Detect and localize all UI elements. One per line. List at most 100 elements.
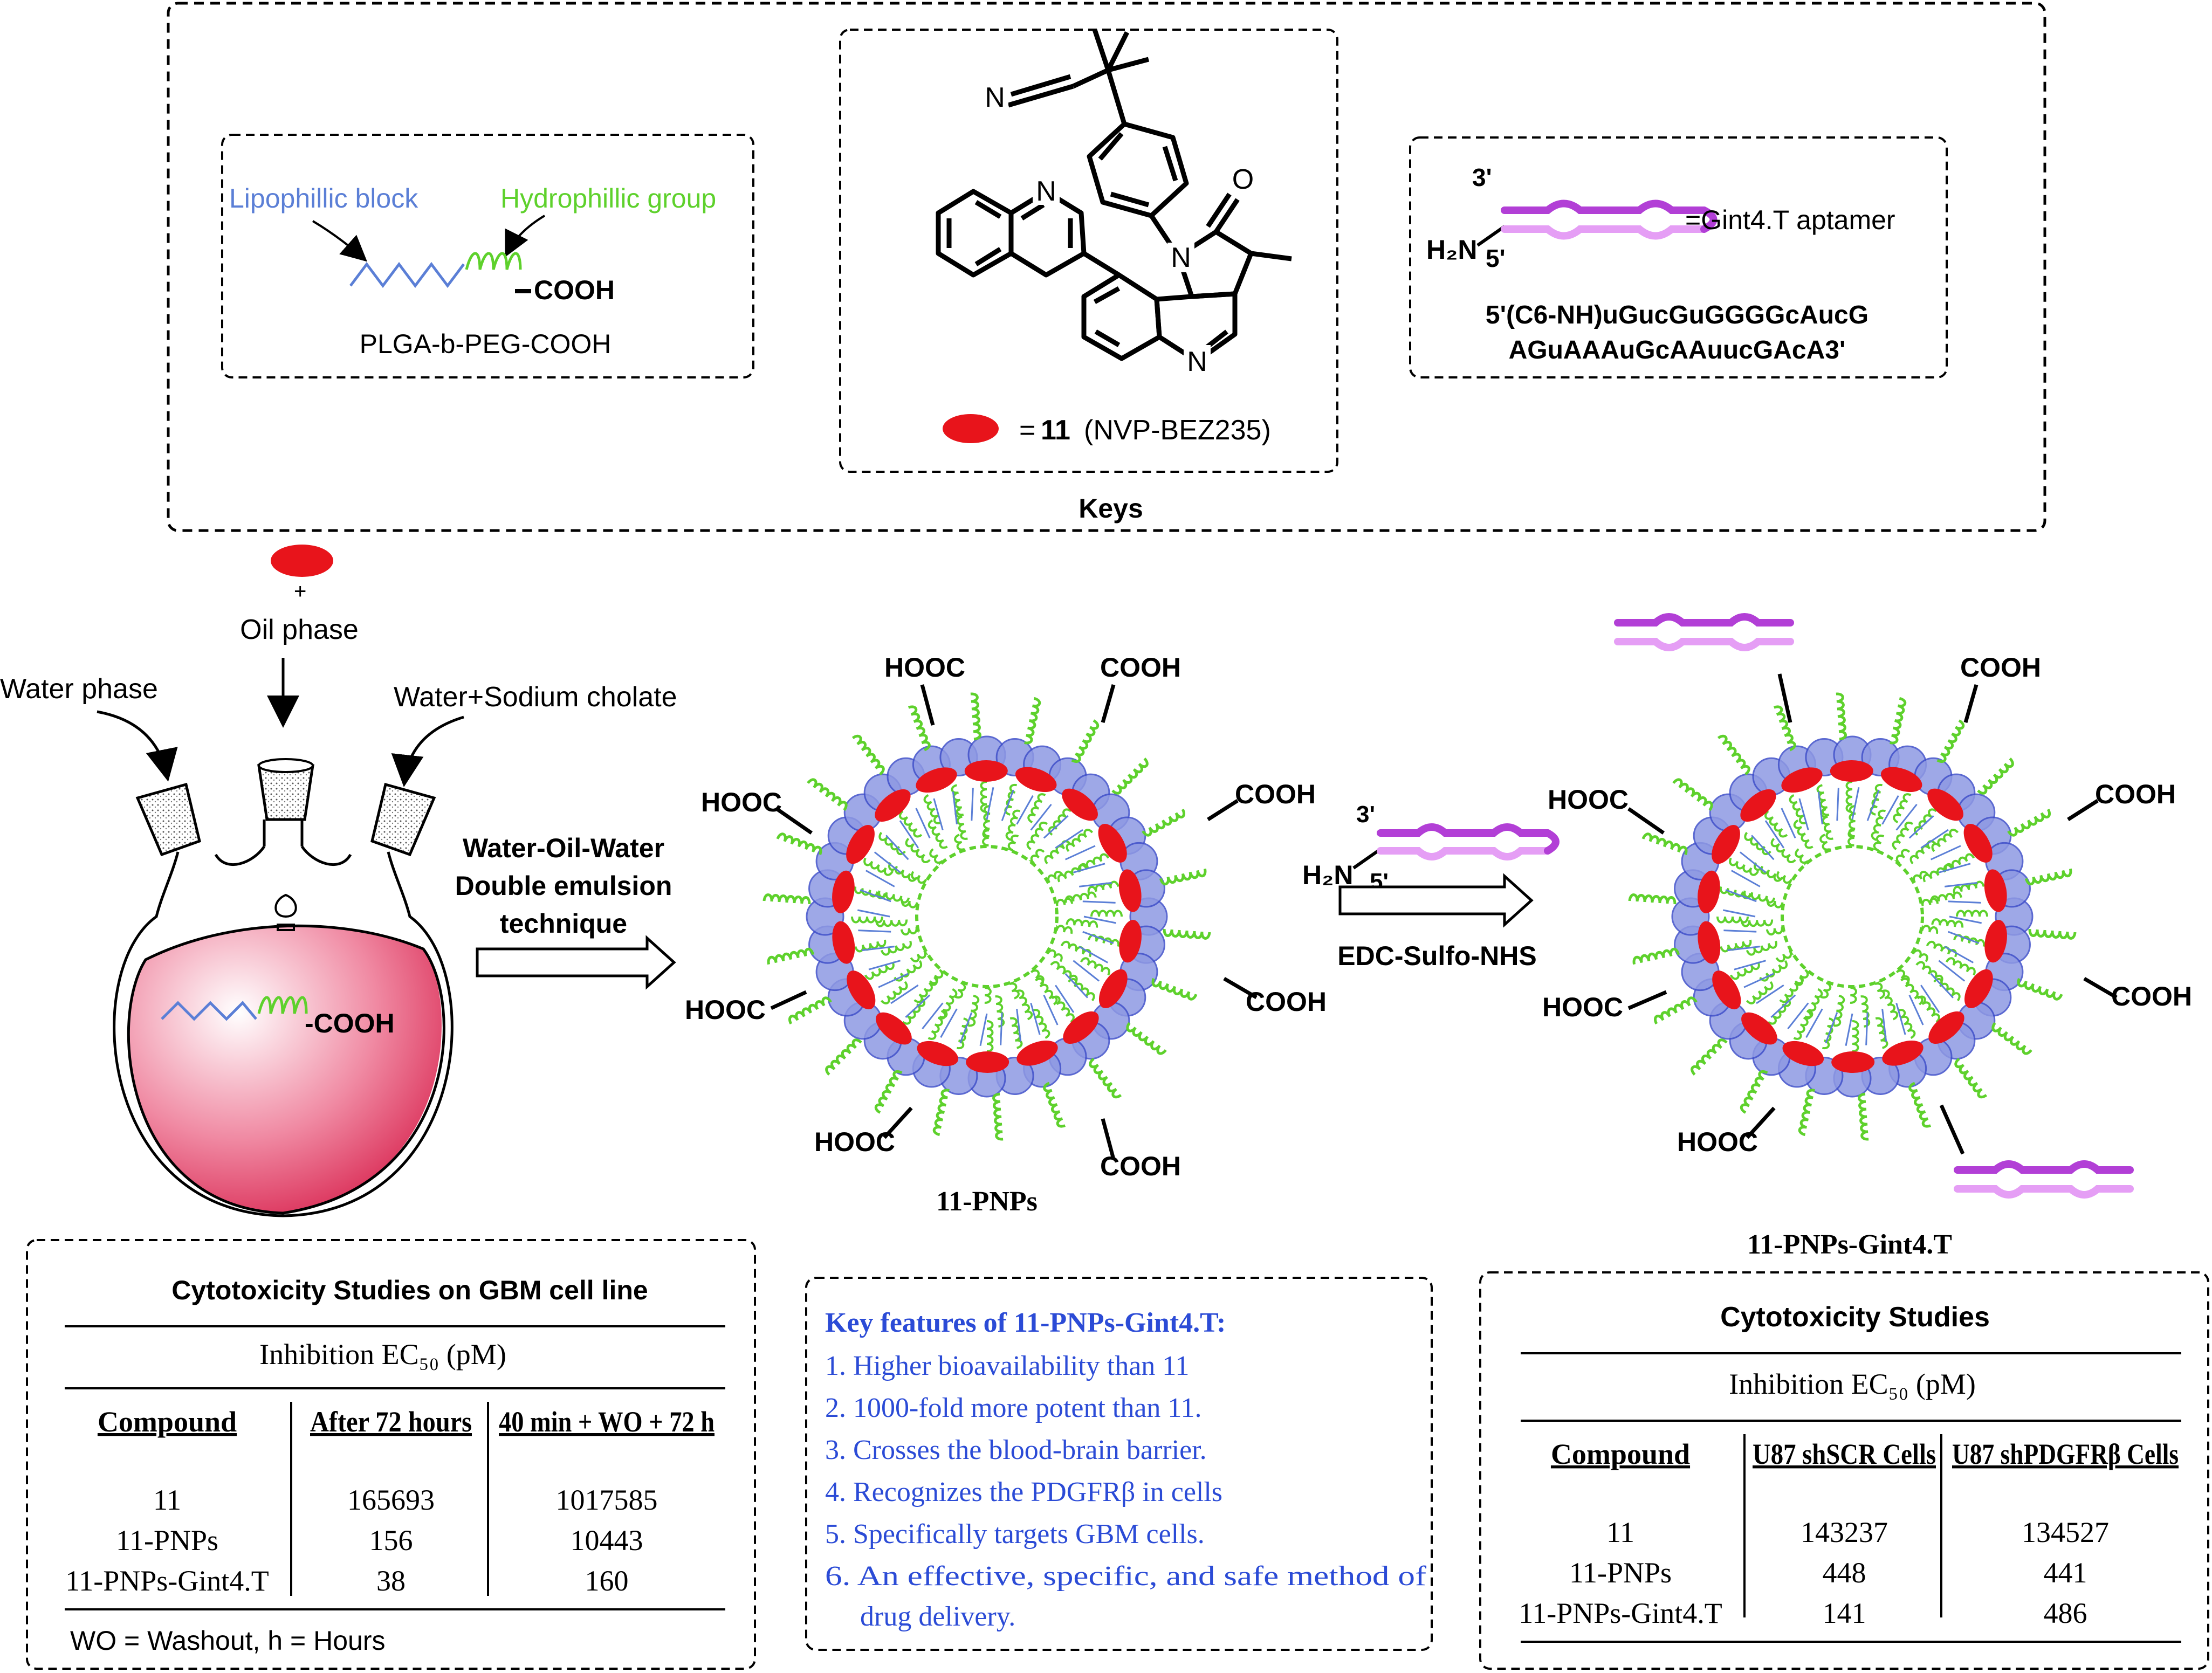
np2-name: 11-PNPs-Gint4.T: [1747, 1229, 1952, 1260]
atom-n-quinoline1: N: [1036, 176, 1056, 207]
step2-3prime: 3': [1356, 801, 1375, 828]
drug-ellipse: [271, 545, 333, 577]
water-phase-label: Water phase: [0, 673, 158, 705]
table2-cell: 448: [1823, 1557, 1866, 1589]
stopper-left: [135, 782, 201, 857]
feature-item-4: 4. Recognizes the PDGFRβ in cells: [825, 1477, 1222, 1507]
feature-item-5: 5. Specifically targets GBM cells.: [825, 1519, 1205, 1550]
atom-n-quinoline2: N: [1187, 346, 1207, 377]
lipophilic-arrow: [312, 220, 367, 262]
aptamer-legend: =Gint4.T aptamer: [1685, 205, 1895, 235]
stopper-middle: [257, 764, 314, 821]
stopper-right: [370, 782, 436, 857]
table1-header-washout: 40 min + WO + 72 h: [499, 1406, 715, 1438]
feature-item-6: 6. An effective, specific, and safe meth…: [825, 1561, 1427, 1592]
step2-amine: H₂N: [1302, 860, 1353, 890]
aptamer-5prime: 5': [1486, 244, 1506, 272]
step1-line1: Water-Oil-Water: [463, 833, 664, 863]
drug-legend-num: 11: [1041, 415, 1070, 446]
table2-cell: 11-PNPs: [1569, 1557, 1672, 1589]
lipophilic-label: Lipophillic block: [229, 183, 418, 214]
flask-section: + Oil phase Water phase Water+Sodium cho…: [0, 545, 677, 1217]
aptamer-seq-line1: 5'(C6-NH)uGucGuGGGGcAucG: [1486, 301, 1868, 329]
table1-header-72h: After 72 hours: [310, 1406, 472, 1438]
keys-title: Keys: [1078, 493, 1143, 524]
flask-liquid: [128, 926, 442, 1213]
table1-panel: Cytotoxicity Studies on GBM cell line In…: [26, 1239, 756, 1670]
table2-cell: 11: [1606, 1516, 1634, 1548]
cooh-label: COOH: [1100, 1151, 1181, 1181]
hooc-label: HOOC: [685, 995, 766, 1025]
stir-bar-icon: [274, 893, 297, 931]
lipophilic-chain: [349, 261, 465, 288]
water-cholate-label: Water+Sodium cholate: [394, 681, 677, 713]
hooc-label: HOOC: [1548, 784, 1629, 815]
table1-cell: 38: [376, 1565, 406, 1597]
polymer-name: PLGA-b-PEG-COOH: [360, 329, 612, 359]
feature-item-1: 1. Higher bioavailability than 11: [825, 1351, 1189, 1381]
drug-legend-eq: =: [1019, 415, 1035, 446]
feature-item-3: 3. Crosses the blood-brain barrier.: [825, 1435, 1207, 1465]
table2-title: Cytotoxicity Studies: [1720, 1302, 1990, 1333]
nvp-bez235-structure: [936, 29, 1292, 364]
table1-footnote: WO = Washout, h = Hours: [70, 1626, 385, 1656]
step2-arrow: [1338, 873, 1534, 928]
table2-cell: 143237: [1801, 1516, 1888, 1548]
hydrophilic-label: Hydrophillic group: [500, 183, 716, 214]
step2-reagent: EDC-Sulfo-NHS: [1337, 941, 1536, 971]
table1-cell: 11: [153, 1484, 181, 1516]
drug-legend-ellipse: [943, 414, 999, 443]
keys-panel: Keys Lipophillic block Hydrophillic grou…: [167, 2, 2046, 532]
table1-cell: 165693: [347, 1484, 435, 1516]
table1-header-compound: Compound: [98, 1406, 237, 1438]
step1: Water-Oil-Water Double emulsion techniqu…: [455, 833, 676, 990]
cooh-label: COOH: [1235, 779, 1316, 809]
table1-cell: 160: [585, 1565, 629, 1597]
table2-cell: 134527: [2022, 1516, 2109, 1548]
table2-cell: 486: [2044, 1597, 2087, 1629]
step2: 3' H₂N 5' EDC-Sulfo-NHS: [1302, 801, 1560, 971]
aptamer-key: 3' H₂N 5' =Gint4.T aptamer 5'(C6-NH)uGuc…: [1409, 136, 1948, 378]
atom-n-imid: N: [1171, 242, 1191, 273]
aptamer-icon: [1501, 199, 1718, 240]
step2-aptamer-icon: [1377, 823, 1560, 860]
atom-n-nitrile: N: [985, 82, 1005, 113]
hooc-label: HOOC: [1542, 992, 1623, 1022]
atom-o: O: [1232, 164, 1254, 195]
three-neck-flask: -COOH: [113, 758, 454, 1217]
feature-item-2: 2. 1000-fold more potent than 11.: [825, 1393, 1202, 1423]
table2-cell: 141: [1823, 1597, 1866, 1629]
table2-panel: Cytotoxicity Studies Inhibition EC₅₀ (pM…: [1479, 1271, 2209, 1670]
table2-subtitle: Inhibition EC₅₀ (pM): [1729, 1368, 1976, 1400]
feature-item-6-cont: drug delivery.: [860, 1601, 1015, 1632]
plus-sign: +: [294, 580, 306, 603]
aptamer-seq-line2: AGuAAAuGcAAuucGAcA3': [1509, 336, 1846, 364]
hydrophilic-arrow: [505, 215, 546, 258]
np1-name: 11-PNPs: [936, 1186, 1038, 1217]
polymer-cooh: COOH: [534, 275, 615, 305]
step1-arrow: [476, 935, 676, 990]
peg-coil: [465, 252, 522, 270]
cooh-label: COOH: [2111, 981, 2192, 1011]
polymer-key: Lipophillic block Hydrophillic group COO…: [221, 134, 754, 378]
step1-line2: Double emulsion: [455, 871, 672, 901]
aptamer-strand-icon: [1954, 1160, 2134, 1174]
table1-cell: 1017585: [556, 1484, 658, 1516]
keys-border: [167, 2, 2046, 532]
table2-header-shpdgfrb: U87 shPDGFRβ Cells: [1952, 1438, 2179, 1470]
aptamer-amine: H₂N: [1426, 235, 1477, 265]
oil-phase-label: Oil phase: [240, 614, 359, 645]
hooc-label: HOOC: [884, 652, 965, 683]
aptamer-3prime: 3': [1472, 163, 1492, 191]
features-panel: Key features of 11-PNPs-Gint4.T: 1. High…: [805, 1277, 1433, 1651]
cooh-label: COOH: [1246, 987, 1327, 1017]
features-title: Key features of 11-PNPs-Gint4.T:: [825, 1307, 1226, 1338]
drug-key: N N N N O = 11 (NVP-BEZ235): [839, 29, 1338, 473]
cooh-label: COOH: [2095, 779, 2176, 809]
table2-cell: 11-PNPs-Gint4.T: [1519, 1597, 1722, 1629]
